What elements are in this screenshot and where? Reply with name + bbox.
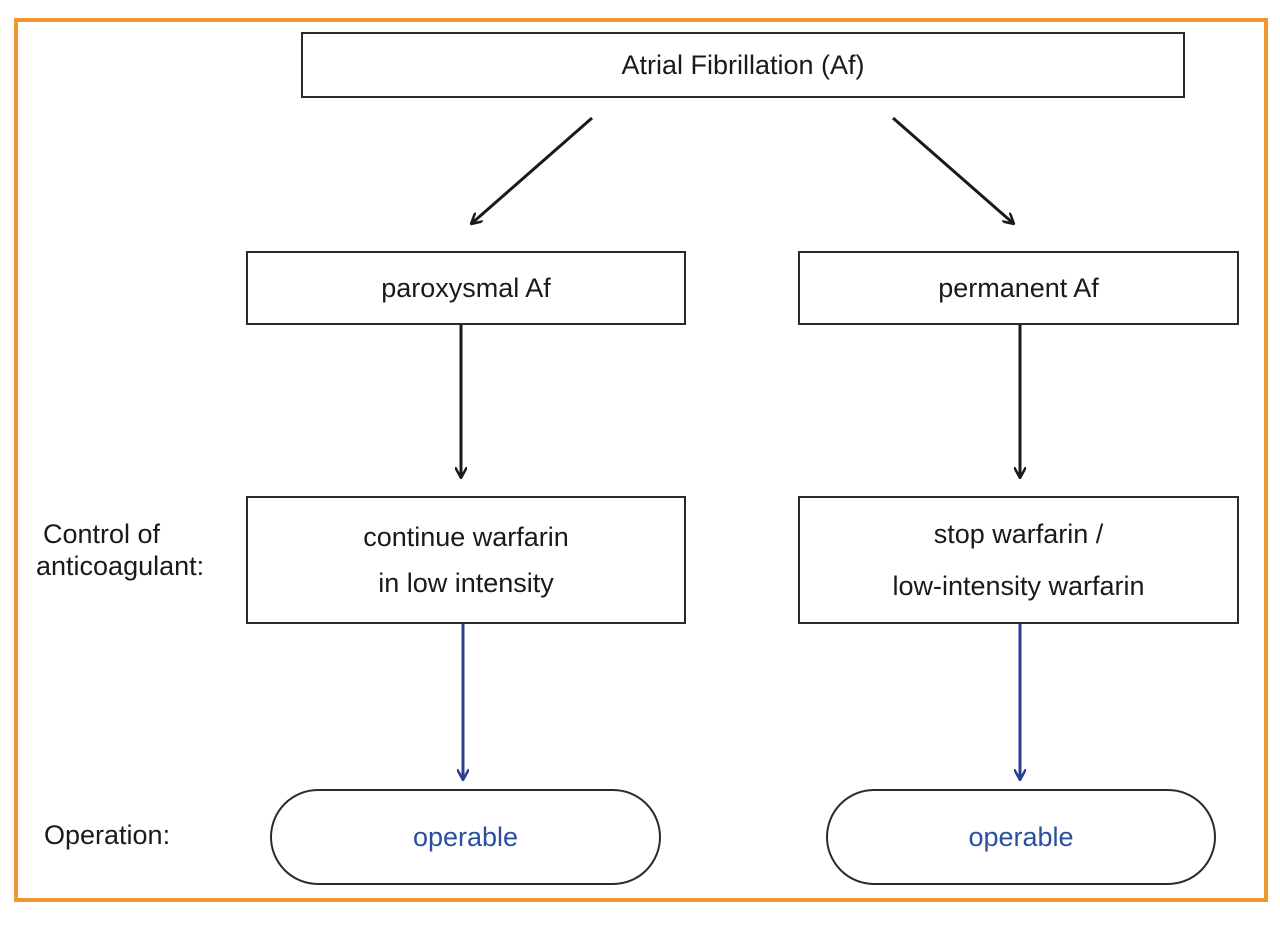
permanent-operation-label: operable <box>968 821 1074 852</box>
arrow-root-to-paroxysmal <box>471 116 593 224</box>
diagram-frame <box>14 18 1268 902</box>
paroxysmal-control-line1: continue warfarin <box>363 522 569 552</box>
permanent-control-line1: stop warfarin / <box>933 519 1104 549</box>
paroxysmal-af-box: paroxysmal Af <box>246 251 686 325</box>
operation-row-label: Operation: <box>44 820 171 850</box>
root-box: Atrial Fibrillation (Af) <box>301 32 1185 98</box>
permanent-operation-pill: operable <box>826 789 1216 885</box>
permanent-af-box: permanent Af <box>798 251 1239 325</box>
control-row-label-line2: anticoagulant: <box>36 551 205 581</box>
arrow-root-to-permanent <box>892 116 1014 224</box>
paroxysmal-operation-label: operable <box>412 821 519 852</box>
control-row-label-line1: Control of <box>43 519 161 549</box>
control-row-label: Control of anticoagulant: <box>36 518 204 582</box>
permanent-control-box: stop warfarin / low-intensity warfarin <box>798 496 1239 624</box>
permanent-control-line2: low-intensity warfarin <box>892 571 1145 601</box>
root-label: Atrial Fibrillation (Af) <box>621 49 865 80</box>
paroxysmal-af-label: paroxysmal Af <box>381 272 551 303</box>
paroxysmal-operation-pill: operable <box>270 789 661 885</box>
paroxysmal-control-box: continue warfarin in low intensity <box>246 496 686 624</box>
paroxysmal-control-line2: in low intensity <box>378 568 554 598</box>
permanent-af-label: permanent Af <box>938 272 1099 303</box>
